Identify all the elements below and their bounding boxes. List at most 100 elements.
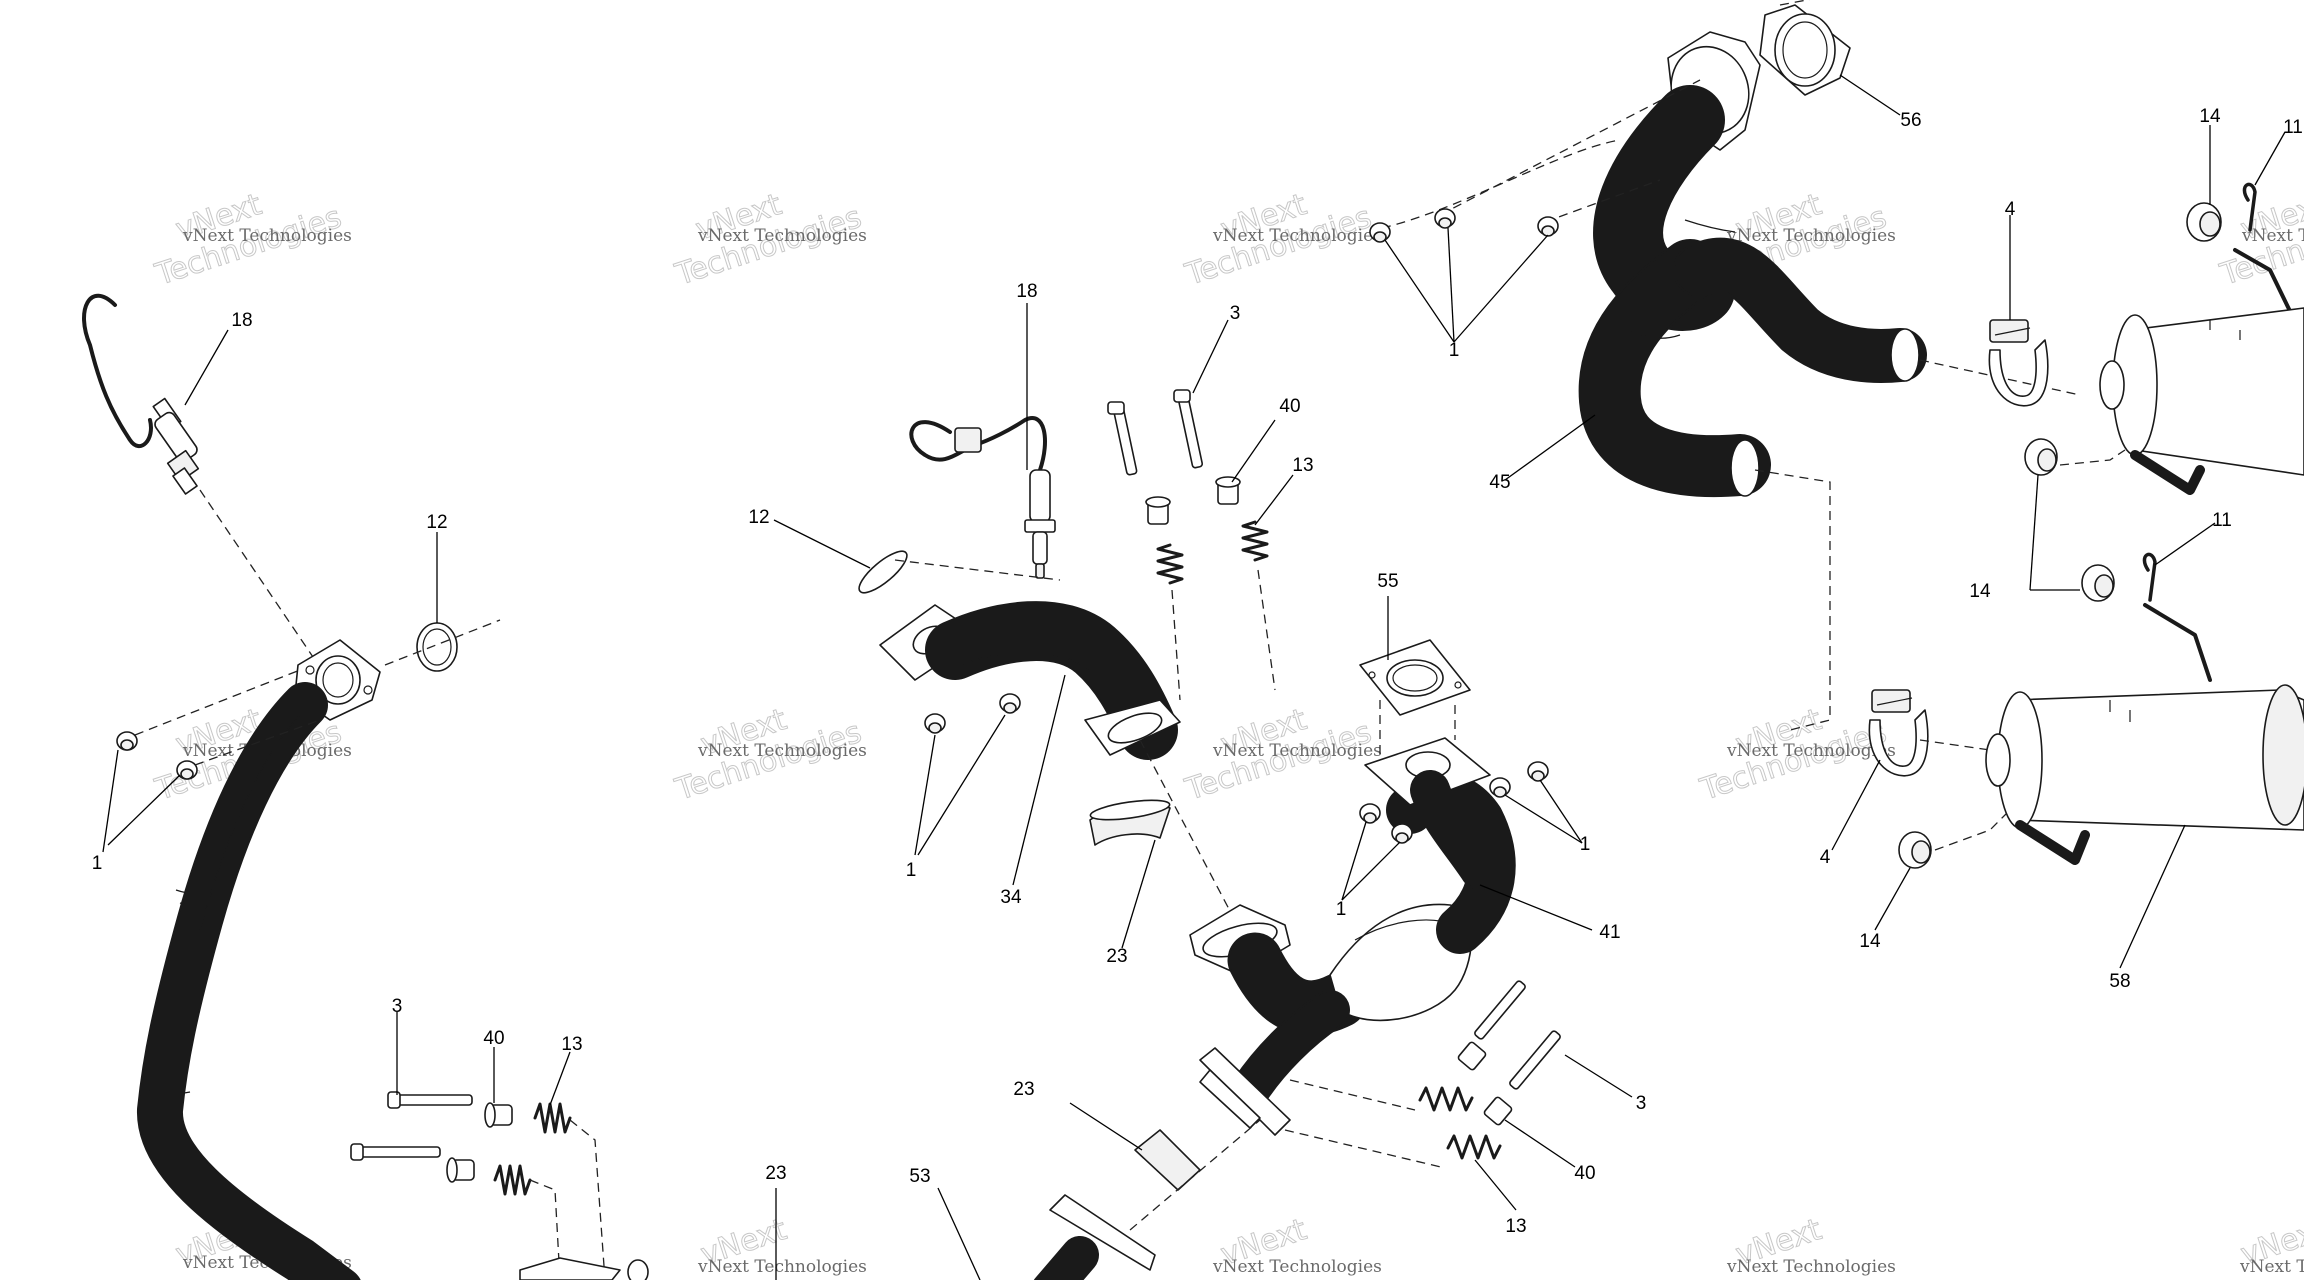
nut-center-2 bbox=[999, 693, 1021, 714]
y-pipe-45 bbox=[1578, 31, 1927, 498]
assembly-right bbox=[1369, 0, 2304, 869]
bolt-center-2 bbox=[1173, 389, 1204, 469]
callout-1-right: 1 bbox=[1449, 340, 1460, 361]
bolt-left-2 bbox=[350, 1143, 441, 1161]
nut-center-4 bbox=[1391, 823, 1413, 844]
callout-3-left: 3 bbox=[392, 996, 403, 1017]
callout-4-upper: 4 bbox=[2005, 199, 2016, 220]
watermark: vNext vNext Technologies bbox=[696, 1212, 867, 1277]
spring-left-1 bbox=[533, 1102, 572, 1134]
grommet-3 bbox=[2081, 564, 2115, 602]
callout-13-left: 13 bbox=[561, 1034, 582, 1055]
nut-right-1 bbox=[1369, 222, 1391, 243]
watermark-brand: vNext Technologies bbox=[1212, 226, 1382, 246]
nut-center-6 bbox=[1527, 761, 1549, 782]
header-pipe-center bbox=[879, 601, 1181, 760]
muffler-lower bbox=[1985, 603, 2304, 865]
watermark-brand: vNext Technologies bbox=[697, 1257, 867, 1277]
oxygen-sensor-left bbox=[82, 293, 200, 495]
bolt-center-4 bbox=[1509, 1030, 1561, 1090]
flange-plate-41 bbox=[1364, 737, 1500, 890]
watermark-brand: vNext Technologies bbox=[697, 226, 867, 246]
callout-23-lower: 23 bbox=[1013, 1079, 1034, 1100]
callout-11-mid: 11 bbox=[2212, 510, 2232, 531]
callout-34: 34 bbox=[1000, 887, 1022, 908]
callout-56: 56 bbox=[1900, 110, 1921, 131]
watermark-brand: vNext Technologies bbox=[1212, 1257, 1382, 1277]
spacer-center-1 bbox=[1145, 496, 1171, 525]
callout-13-cat: 13 bbox=[1505, 1216, 1526, 1237]
seal-lower bbox=[1134, 1129, 1201, 1191]
callout-18-center: 18 bbox=[1016, 281, 1037, 302]
watermark-brand: vNext Technologies bbox=[1726, 1257, 1896, 1277]
callout-13-center: 13 bbox=[1292, 455, 1313, 476]
callout-12-left: 12 bbox=[426, 512, 447, 533]
spacer-center-3 bbox=[1457, 1041, 1487, 1071]
muffler-upper bbox=[2099, 248, 2304, 495]
spacer-left-2 bbox=[446, 1157, 475, 1183]
callout-55: 55 bbox=[1377, 571, 1398, 592]
pin-1 bbox=[2242, 182, 2257, 232]
flange-bottom-left bbox=[519, 1257, 649, 1280]
nut-right-2 bbox=[1434, 208, 1456, 229]
watermark-brand: vNext Technologies bbox=[182, 226, 352, 246]
watermark-layer: vNext Technologies vNext Technologies vN… bbox=[150, 187, 2304, 1277]
watermark: vNext vNext Technologies bbox=[1212, 1212, 1382, 1277]
callout-12-center: 12 bbox=[748, 507, 769, 528]
callout-1-cat-right: 1 bbox=[1580, 834, 1591, 855]
watermark: vNext Technologies vNext Technologies bbox=[150, 187, 352, 294]
callout-1-cat-left: 1 bbox=[1336, 899, 1347, 920]
clamp-upper bbox=[1988, 319, 2049, 407]
exhaust-pipe-left bbox=[137, 682, 361, 1280]
gasket-56 bbox=[1759, 4, 1851, 96]
watermark-brand: vNext Technologies bbox=[1726, 741, 1896, 761]
callout-41: 41 bbox=[1599, 922, 1620, 943]
watermark: vNext Technologies vNext Technologies bbox=[670, 702, 867, 809]
callout-45: 45 bbox=[1489, 472, 1510, 493]
spacer-center-4 bbox=[1483, 1096, 1513, 1126]
callout-14-mid: 14 bbox=[1969, 581, 1991, 602]
watermark: vNext Technologies vNext Technologies bbox=[1180, 702, 1382, 809]
watermark: vNext Technologies vNext Technologies bbox=[1695, 702, 1896, 809]
leader-lines bbox=[102, 74, 2286, 1280]
callout-1-left: 1 bbox=[92, 853, 103, 874]
watermark-brand: vNext Technologies bbox=[2241, 226, 2304, 246]
watermark-brand: vNext Technologies bbox=[697, 741, 867, 761]
watermark: vNext vNext Technologies bbox=[2236, 1212, 2304, 1277]
callout-40-cat: 40 bbox=[1574, 1163, 1595, 1184]
nut-center-3 bbox=[1359, 803, 1381, 824]
watermark: vNext Technologies vNext Technologies bbox=[670, 187, 867, 294]
callout-labels: 18 12 1 3 40 13 23 18 3 40 13 12 1 34 23… bbox=[92, 106, 2303, 1237]
spacer-center-2 bbox=[1215, 476, 1241, 505]
nut-center-1 bbox=[924, 713, 946, 734]
assembly-left bbox=[82, 293, 649, 1280]
callout-3-center: 3 bbox=[1230, 303, 1241, 324]
bolt-center-3 bbox=[1474, 980, 1526, 1040]
oxygen-sensor-center bbox=[909, 416, 1056, 579]
pin-2 bbox=[2142, 552, 2157, 602]
spring-center-4 bbox=[1446, 1134, 1502, 1160]
nut-right-3 bbox=[1537, 216, 1559, 237]
gasket-55 bbox=[1359, 639, 1471, 716]
grommet-4 bbox=[1898, 831, 1932, 869]
nut-left-1 bbox=[116, 731, 138, 751]
bolt-left-1 bbox=[387, 1091, 473, 1109]
callout-11-top: 11 bbox=[2283, 117, 2303, 138]
watermark: vNext Technologies vNext Technologies bbox=[2215, 187, 2304, 294]
callout-1-center: 1 bbox=[906, 860, 917, 881]
nut-left-2 bbox=[176, 760, 198, 780]
watermark-brand: vNext Technologies bbox=[1726, 226, 1896, 246]
callout-14-top: 14 bbox=[2199, 106, 2221, 127]
watermark: vNext vNext Technologies bbox=[1726, 1212, 1896, 1277]
callout-23-left: 23 bbox=[765, 1163, 786, 1184]
assembly-center bbox=[858, 389, 1561, 1280]
spring-center-3 bbox=[1418, 1086, 1474, 1112]
watermark: vNext Technologies vNext Technologies bbox=[1180, 187, 1382, 294]
callout-4-lower: 4 bbox=[1820, 847, 1831, 868]
seal-center bbox=[1089, 799, 1171, 846]
gasket-center bbox=[858, 550, 908, 594]
gasket-left bbox=[416, 622, 458, 672]
clamp-lower bbox=[1868, 689, 1929, 777]
spacer-left-1 bbox=[484, 1102, 513, 1128]
